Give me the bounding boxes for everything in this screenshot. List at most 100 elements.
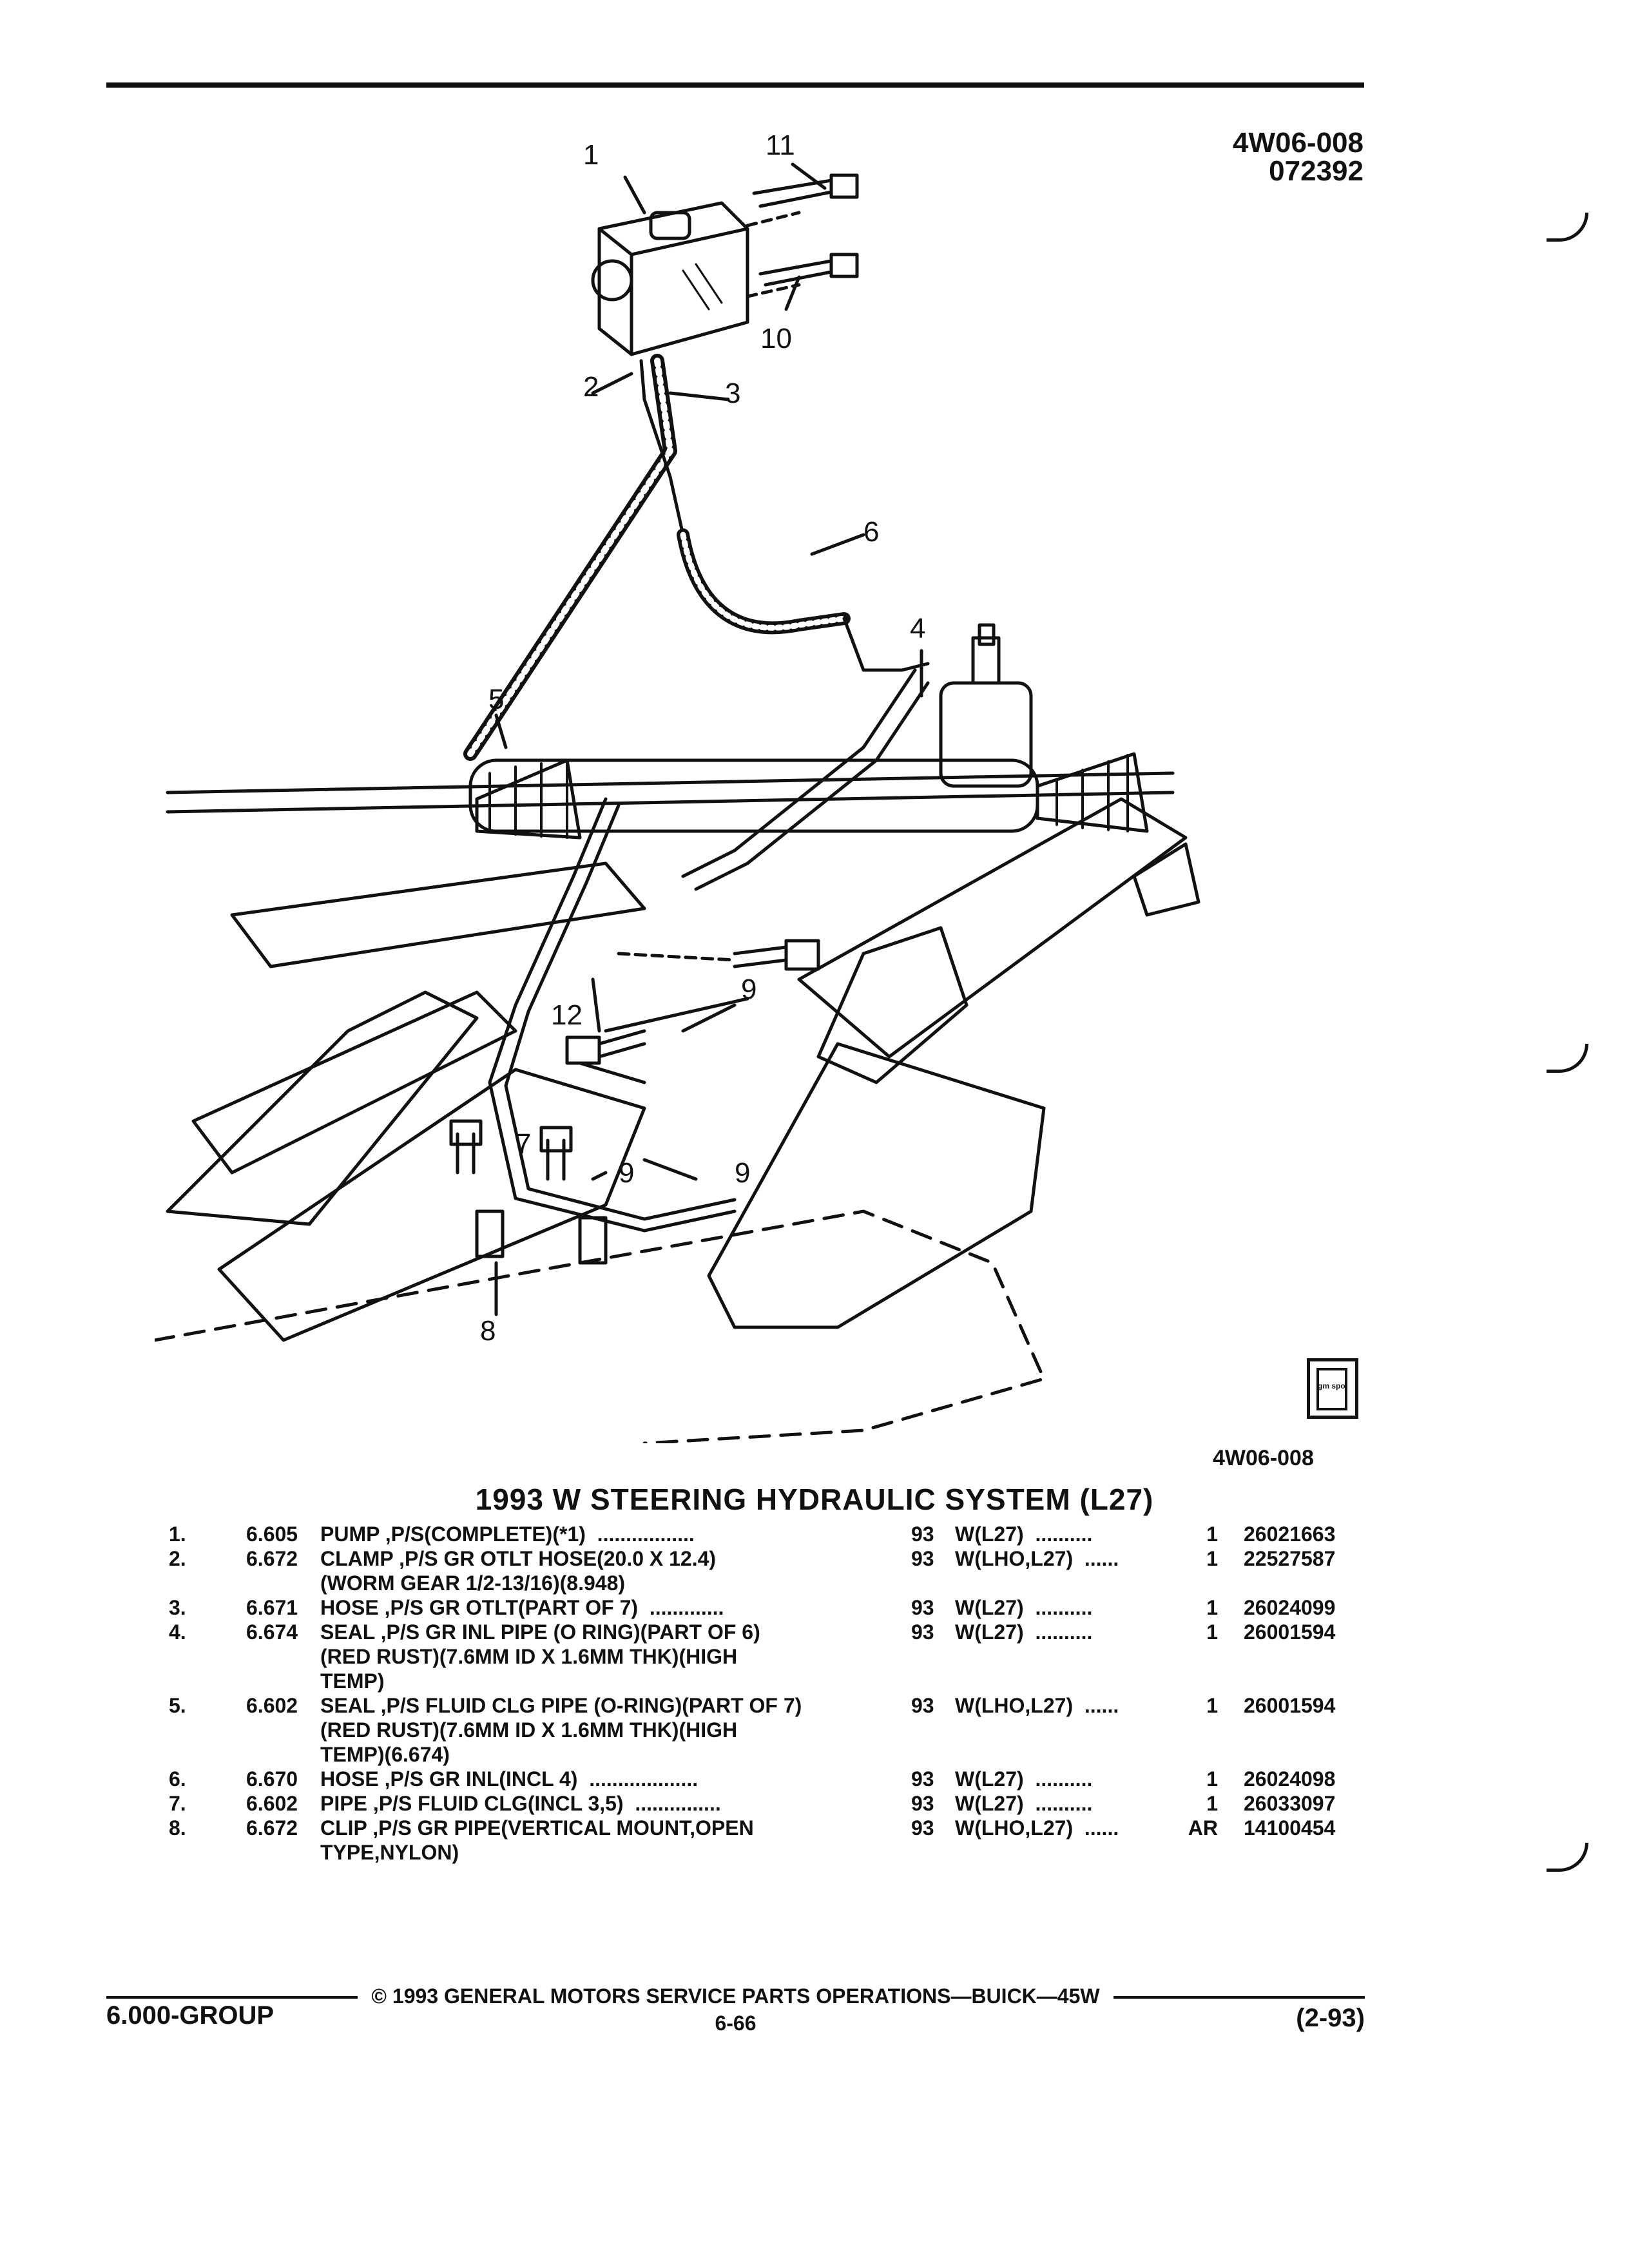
model-year: 93 xyxy=(911,1523,934,1546)
item-number: 5. xyxy=(169,1694,186,1717)
description-line: SEAL ,P/S FLUID CLG PIPE (O-RING)(PART O… xyxy=(320,1694,802,1717)
model-code: W(LHO,L27) ...... xyxy=(955,1547,1119,1570)
bolt-9b xyxy=(539,1126,573,1153)
part-description: PUMP ,P/S(COMPLETE)(*1) ................… xyxy=(320,1522,695,1546)
quantity: 1 xyxy=(1206,1694,1218,1717)
model-code: W(L27) .......... xyxy=(955,1596,1093,1619)
model-code: W(L27) .......... xyxy=(955,1767,1093,1791)
group-number: 6.671 xyxy=(246,1596,298,1619)
bolt-9d xyxy=(784,939,820,971)
group-number: 6.674 xyxy=(246,1620,298,1644)
item-number: 6. xyxy=(169,1767,186,1791)
description-line: HOSE ,P/S GR INL(INCL 4) ...............… xyxy=(320,1767,699,1791)
clip-8a xyxy=(475,1209,505,1258)
description-line: TYPE,NYLON) xyxy=(320,1841,459,1864)
model-year: 93 xyxy=(911,1816,934,1840)
part-number: 26024099 xyxy=(1244,1596,1336,1619)
scan-mark xyxy=(1547,213,1588,242)
group-number: 6.605 xyxy=(246,1523,298,1546)
crossmember xyxy=(230,861,646,968)
item-number: 8. xyxy=(169,1816,186,1840)
svg-text:1: 1 xyxy=(583,139,599,171)
description-line: CLIP ,P/S GR PIPE(VERTICAL MOUNT,OPEN xyxy=(320,1816,754,1840)
svg-text:11: 11 xyxy=(766,130,795,161)
group-number: 6.602 xyxy=(246,1792,298,1815)
footer-rule-left xyxy=(106,1996,358,1999)
boot-left xyxy=(475,758,582,840)
description-line: (RED RUST)(7.6MM ID X 1.6MM THK)(HIGH xyxy=(320,1718,738,1742)
model-code: W(L27) .......... xyxy=(955,1620,1093,1644)
part-description: CLAMP ,P/S GR OTLT HOSE(20.0 X 12.4)(WOR… xyxy=(320,1546,716,1595)
frame-rail-left xyxy=(166,990,479,1226)
quantity: 1 xyxy=(1206,1620,1218,1644)
gm-spo-logo: gm spo xyxy=(1307,1358,1358,1419)
scan-mark xyxy=(1547,1843,1588,1872)
item-number: 4. xyxy=(169,1620,186,1644)
quantity: 1 xyxy=(1206,1596,1218,1619)
svg-text:9: 9 xyxy=(619,1157,634,1189)
boot-right xyxy=(1036,752,1149,833)
part-description: SEAL ,P/S GR INL PIPE (O RING)(PART OF 6… xyxy=(320,1620,760,1693)
part-description: PIPE ,P/S FLUID CLG(INCL 3,5) ..........… xyxy=(320,1791,721,1816)
bolt-9a xyxy=(449,1119,483,1146)
svg-text:10: 10 xyxy=(760,323,792,354)
description-line: (WORM GEAR 1/2-13/16)(8.948) xyxy=(320,1571,626,1595)
model-year: 93 xyxy=(911,1767,934,1791)
quantity: 1 xyxy=(1206,1792,1218,1815)
svg-text:9: 9 xyxy=(735,1157,750,1189)
copyright: © 1993 GENERAL MOTORS SERVICE PARTS OPER… xyxy=(371,1984,1100,2008)
frame-rail-right xyxy=(797,797,1188,1059)
model-code: W(LHO,L27) ...... xyxy=(955,1694,1119,1717)
part-number: 14100454 xyxy=(1244,1816,1336,1840)
figure-id-bottom: 4W06-008 xyxy=(1213,1446,1314,1470)
part-description: SEAL ,P/S FLUID CLG PIPE (O-RING)(PART O… xyxy=(320,1693,802,1767)
svg-text:7: 7 xyxy=(516,1128,531,1160)
group-number: 6.670 xyxy=(246,1767,298,1791)
description-line: HOSE ,P/S GR OTLT(PART OF 7) ...........… xyxy=(320,1596,724,1619)
description-line: PUMP ,P/S(COMPLETE)(*1) ................… xyxy=(320,1523,695,1546)
scan-mark xyxy=(1547,1044,1588,1073)
model-year: 93 xyxy=(911,1620,934,1644)
callout-labels: 1 11 10 2 3 6 4 5 9 12 7 9 9 8 xyxy=(480,130,925,1347)
pipe-7 xyxy=(488,797,737,1233)
part-number: 26024098 xyxy=(1244,1767,1336,1791)
group-number: 6.672 xyxy=(246,1816,298,1840)
item-number: 2. xyxy=(169,1547,186,1570)
exploded-view-drawing: 1 11 10 2 3 6 4 5 9 12 7 9 9 8 xyxy=(153,130,1200,1445)
figure-id-block: 4W06-008 072392 xyxy=(1233,129,1364,186)
description-line: (RED RUST)(7.6MM ID X 1.6MM THK)(HIGH xyxy=(320,1645,738,1668)
description-line: TEMP) xyxy=(320,1669,385,1693)
part-number: 26001594 xyxy=(1244,1694,1336,1717)
svg-text:2: 2 xyxy=(583,371,599,403)
logo-text: gm spo xyxy=(1318,1381,1345,1390)
figure-id: 4W06-008 xyxy=(1232,127,1364,159)
description-line: TEMP)(6.674) xyxy=(320,1743,450,1766)
page-number: 6-66 xyxy=(715,2012,757,2035)
part-description: HOSE ,P/S GR OTLT(PART OF 7) ...........… xyxy=(320,1595,724,1620)
model-code: W(L27) .......... xyxy=(955,1792,1093,1815)
svg-text:4: 4 xyxy=(910,613,925,644)
part-number: 26033097 xyxy=(1244,1792,1336,1815)
hose-6 xyxy=(677,528,851,635)
bracket-lower xyxy=(707,1042,1046,1329)
svg-text:8: 8 xyxy=(480,1315,496,1347)
model-code: W(LHO,L27) ...... xyxy=(955,1816,1119,1840)
description-line: SEAL ,P/S GR INL PIPE (O RING)(PART OF 6… xyxy=(320,1620,760,1644)
group-label: 6.000-GROUP xyxy=(106,2001,275,2030)
group-number: 6.672 xyxy=(246,1547,298,1570)
item-number: 3. xyxy=(169,1596,186,1619)
item-number: 7. xyxy=(169,1792,186,1815)
svg-text:3: 3 xyxy=(725,378,740,409)
part-number: 22527587 xyxy=(1244,1547,1336,1570)
steering-rack xyxy=(166,771,1175,814)
figure-date-code: 072392 xyxy=(1269,155,1364,187)
quantity: 1 xyxy=(1206,1767,1218,1791)
quantity: 1 xyxy=(1206,1547,1218,1570)
svg-text:12: 12 xyxy=(551,999,583,1031)
svg-text:5: 5 xyxy=(488,684,504,715)
frame-rail-front xyxy=(217,1068,646,1342)
item-number: 1. xyxy=(169,1523,186,1546)
svg-text:9: 9 xyxy=(741,974,757,1005)
part-description: HOSE ,P/S GR INL(INCL 4) ...............… xyxy=(320,1767,698,1791)
